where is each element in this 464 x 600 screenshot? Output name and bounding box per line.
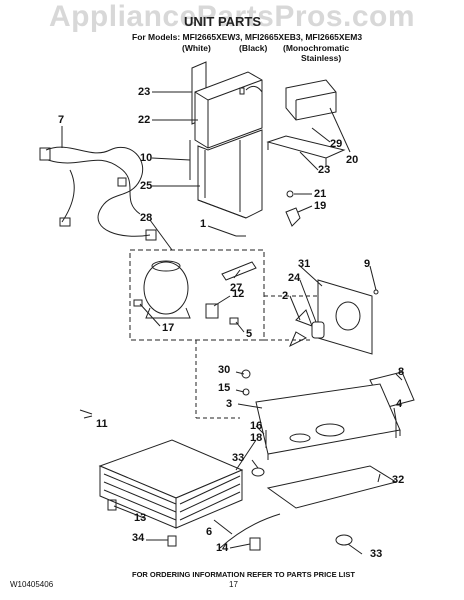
- shroud: [285, 79, 337, 121]
- bracket: [285, 207, 301, 227]
- document-number: W10405406: [10, 580, 54, 589]
- base-tray: [255, 383, 401, 460]
- diagram-title: UNIT PARTS: [184, 14, 262, 29]
- callout-23-top: 23: [138, 86, 151, 98]
- callout-15: 15: [218, 382, 231, 394]
- callout-33-lower: 33: [370, 548, 383, 560]
- callout-9: 9: [364, 258, 371, 270]
- variant-stainless: Stainless): [301, 53, 342, 63]
- relay: [205, 303, 219, 319]
- leader-lines: [195, 295, 318, 419]
- variant-white: (White): [182, 43, 211, 53]
- compressor-box: [129, 249, 265, 341]
- evaporator-housing: [191, 61, 263, 149]
- callout-25: 25: [140, 180, 153, 192]
- fan-bracket: [317, 279, 373, 355]
- callout-16: 16: [250, 420, 263, 432]
- part-14: [249, 537, 261, 551]
- callout-30: 30: [218, 364, 231, 376]
- callout-2: 2: [282, 290, 289, 302]
- grommet-13: [107, 499, 117, 511]
- overload: [229, 317, 239, 325]
- wiring-harness: [39, 146, 157, 241]
- condenser-coil: [98, 439, 244, 529]
- callout-19: 19: [314, 200, 327, 212]
- callout-33-upper: 33: [232, 452, 245, 464]
- ordering-note: FOR ORDERING INFORMATION REFER TO PARTS …: [132, 570, 355, 579]
- callout-21: 21: [314, 188, 327, 200]
- callout-7: 7: [58, 114, 65, 126]
- callout-22: 22: [138, 114, 151, 126]
- page-number: 17: [229, 580, 238, 589]
- callout-4: 4: [396, 398, 403, 410]
- callout-13: 13: [134, 512, 147, 524]
- callout-17: 17: [162, 322, 175, 334]
- callout-20: 20: [346, 154, 359, 166]
- variant-black: (Black): [239, 43, 268, 53]
- callout-31: 31: [298, 258, 311, 270]
- screw: [286, 190, 294, 198]
- watermark: AppliancePartsPros.com: [48, 0, 416, 33]
- callout-6: 6: [206, 526, 213, 538]
- callout-leaders: [61, 91, 403, 555]
- evaporator-coil: [197, 129, 263, 219]
- callout-34: 34: [132, 532, 145, 544]
- callout-11: 11: [96, 418, 108, 430]
- drain-tube: [219, 513, 281, 549]
- callout-1: 1: [200, 218, 207, 230]
- compressor: [133, 260, 191, 319]
- callout-27: 27: [230, 282, 243, 294]
- callout-3: 3: [226, 398, 233, 410]
- callout-23-right: 23: [318, 164, 331, 176]
- callout-24: 24: [288, 272, 301, 284]
- foot-33a: [251, 467, 265, 477]
- callout-14: 14: [216, 542, 229, 554]
- callout-29: 29: [330, 138, 343, 150]
- foot-33b: [335, 534, 353, 546]
- callout-18: 18: [250, 432, 263, 444]
- drain-pan: [266, 465, 398, 509]
- grommet-34: [167, 535, 177, 547]
- clip-11: [79, 409, 93, 415]
- fan-blade: [289, 309, 313, 348]
- models-line: For Models: MFI2665XEW3, MFI2665XEB3, MF…: [132, 32, 363, 42]
- variant-monochromatic: (Monochromatic: [283, 43, 350, 53]
- callout-8: 8: [398, 366, 405, 378]
- fan-motor: [311, 321, 325, 339]
- callout-10: 10: [140, 152, 153, 164]
- callout-32: 32: [392, 474, 405, 486]
- callout-5: 5: [246, 328, 253, 340]
- screw-9: [373, 289, 379, 295]
- callout-12: 12: [232, 288, 245, 300]
- callout-28: 28: [140, 212, 153, 224]
- cover-panel: [266, 135, 346, 166]
